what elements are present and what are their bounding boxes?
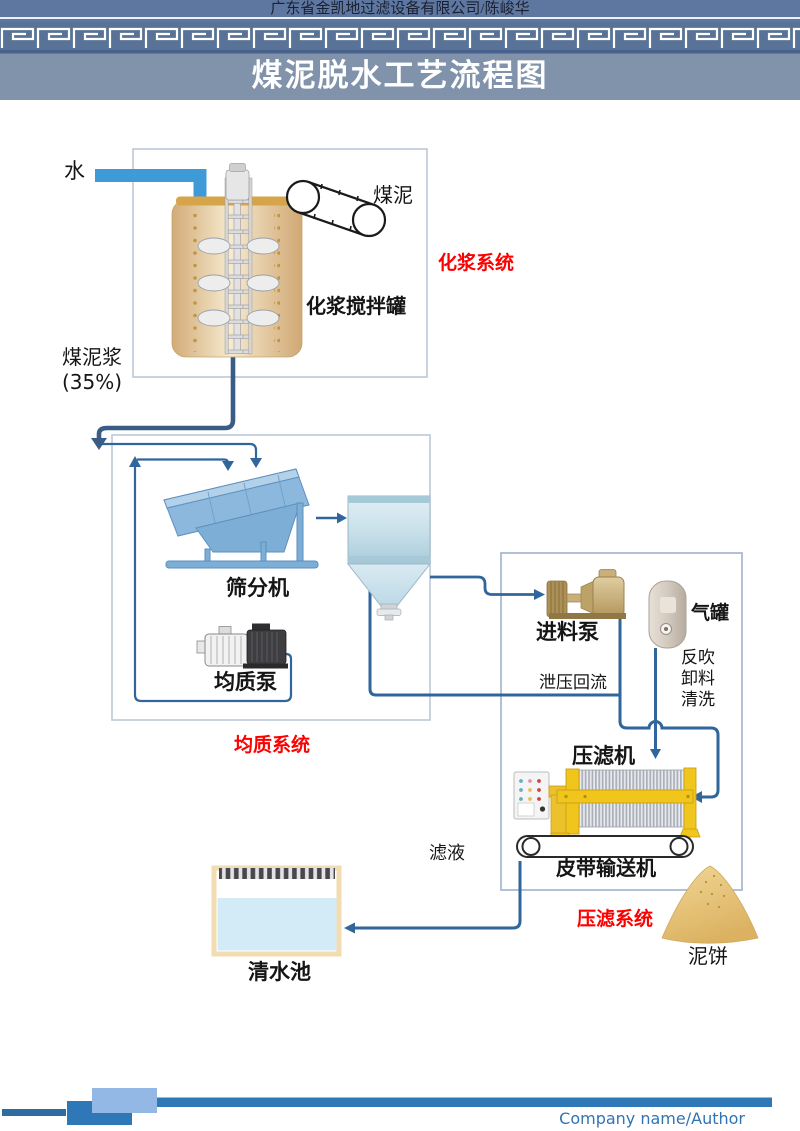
slurry-system-label: 化浆系统 [438,252,515,274]
footer-decor [2,1088,772,1125]
filtrate-label: 滤液 [429,843,465,864]
pool-water [217,898,337,951]
tank-rivets-left [192,214,198,352]
line-feedpump-to-press [618,615,720,799]
backblow-label: 反吹 [681,648,715,668]
filter-press-label: 压滤机 [572,744,635,768]
flow-lines [99,442,720,930]
agitator-motor [225,169,250,201]
clear-water-pool [211,865,342,957]
coal-conveyor-icon [285,179,387,238]
homogenize-pump [196,623,288,669]
feed-pump-base [549,613,626,619]
arrow-into-screen-main [250,458,262,468]
company-name: 广东省金凯地过滤设备有限公司/陈峻华 [270,1,530,17]
slurry-35-label: 煤泥浆(35%) [62,345,122,395]
belt-conveyor-label: 皮带输送机 [556,856,656,880]
line-filtrate [355,861,522,930]
line-tank-to-feedpump [430,575,534,596]
air-tank-label: 气罐 [691,602,730,624]
screen-machine-label: 筛分机 [226,576,289,600]
pool-railing [219,868,335,879]
header-decor [0,0,800,100]
line-recirc-branch [137,458,230,464]
buffer-tank [346,495,432,621]
air-tank [648,580,687,649]
slurry-name: 煤泥浆 [62,345,122,369]
line-tank-outlet [91,350,236,450]
mixing-tank [171,163,303,358]
arrow-into-feedpump [534,589,545,600]
mud-pile [661,865,759,944]
feed-pump-label: 进料泵 [536,620,599,644]
homogenize-system-label: 均质系统 [234,734,311,756]
arrow-slurry-down [91,438,107,450]
agitator [197,163,280,355]
homogenize-pump-label: 均质泵 [214,670,277,694]
arrow-recirc-up [129,456,141,467]
mud-cake-label: 泥饼 [688,944,728,968]
control-panel [513,771,550,820]
press-system-label: 压滤系统 [577,908,654,930]
mixing-tank-label: 化浆搅拌罐 [306,294,406,318]
washing-label: 清洗 [681,690,715,710]
mud-speckles [699,874,726,909]
press-beam [556,789,694,804]
discharge-label: 卸料 [681,669,715,689]
line-slurry-to-screen [99,442,258,458]
flow-arrowheads [129,456,702,934]
arrow-into-screen-recirc [222,461,234,471]
feed-pump [546,569,626,619]
agitator-paddles [197,237,280,327]
agitator-ladder [225,180,252,354]
water-label: 水 [64,159,85,183]
relief-return-label: 泄压回流 [539,673,607,693]
footer-credit: Company name/Author [559,1109,745,1128]
line-recirculation [133,467,293,703]
arrow-into-pool [344,922,355,934]
filter-press [513,767,701,840]
title-band [0,53,800,100]
arrow-air-down [650,749,661,759]
line-relief-return [368,586,620,697]
press-system-box [500,552,743,891]
slurry-concentration: (35%) [62,370,123,394]
page-title: 煤泥脱水工艺流程图 [251,58,549,94]
belt-conveyor [516,835,694,858]
coal-slime-label: 煤泥 [373,183,413,207]
arrow-into-press [691,791,702,803]
screen-machine [163,468,319,569]
clear-water-pool-label: 清水池 [248,960,311,984]
slurry-system-box [132,148,428,378]
arrow-into-tank [337,512,347,524]
air-functions-label: 反吹卸料清洗 [681,648,715,711]
